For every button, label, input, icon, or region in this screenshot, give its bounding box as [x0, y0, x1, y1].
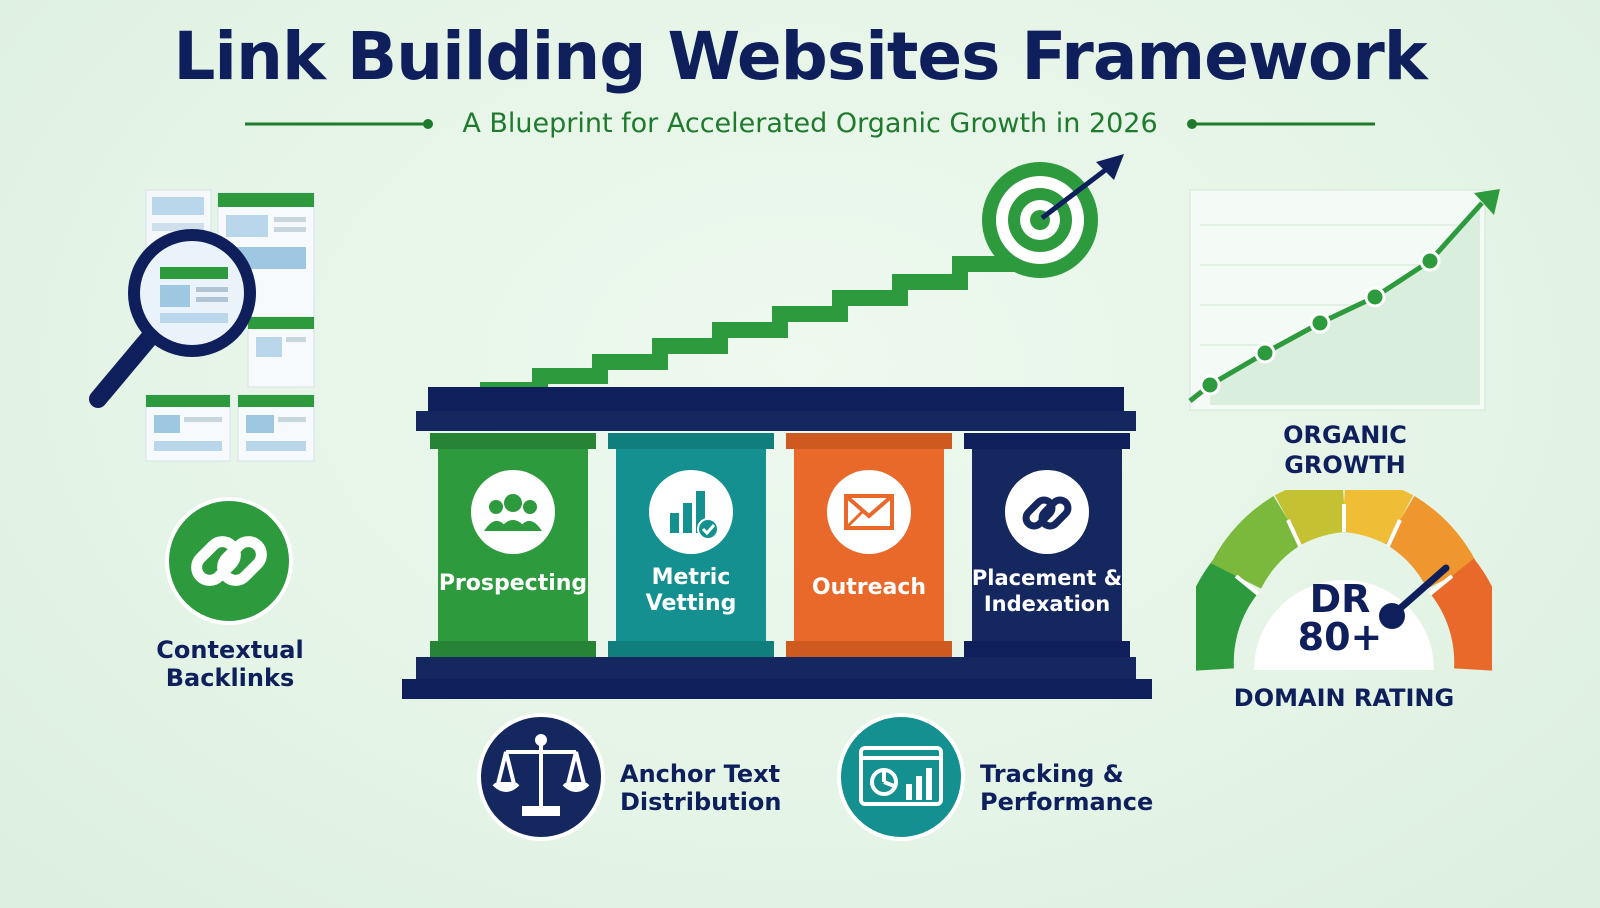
tracking-label: Tracking & Performance — [980, 760, 1154, 816]
pillar-label-outreach: Outreach — [811, 575, 927, 600]
pillar-label-placement-indexation: Placement & Indexation — [971, 566, 1123, 616]
temple-roof-base — [416, 411, 1136, 431]
pillar-placement-indexation: Placement & Indexation — [964, 433, 1130, 657]
people-group-icon — [471, 470, 555, 554]
subtitle-rules — [245, 119, 1375, 129]
bar-chart-check-icon — [649, 470, 733, 554]
page-subtitle: A Blueprint for Accelerated Organic Grow… — [462, 108, 1158, 139]
dashboard-monitor-icon — [859, 746, 943, 806]
page-title: Link Building Websites Framework — [173, 18, 1427, 95]
subtitle-row: A Blueprint for Accelerated Organic Grow… — [245, 108, 1375, 144]
website-pages-magnifier-illustration — [89, 189, 315, 462]
envelope-icon — [827, 470, 911, 554]
temple-base-upper — [416, 657, 1136, 679]
temple-roof — [428, 387, 1124, 411]
pillar-label-prospecting: Prospecting — [438, 571, 588, 596]
target-bullseye-icon — [982, 154, 1124, 278]
contextual-backlinks-label: Contextual Backlinks — [156, 636, 304, 692]
pillar-prospecting: Prospecting — [430, 433, 596, 657]
domain-rating-label: DOMAIN RATING — [1233, 684, 1455, 712]
temple-base-lower — [402, 679, 1152, 699]
balance-scale-icon — [492, 734, 590, 816]
chain-link-icon — [191, 536, 267, 586]
anchor-text-label: Anchor Text Distribution — [620, 760, 782, 816]
magnifying-glass-icon — [89, 229, 256, 408]
pillar-metric-vetting: Metric Vetting — [608, 433, 774, 657]
contextual-backlinks-badge — [165, 497, 293, 625]
organic-growth-chart — [1188, 189, 1500, 411]
chain-link-icon — [1005, 470, 1089, 554]
growth-data-points — [1199, 250, 1441, 396]
gauge-needle — [1379, 564, 1450, 629]
framework-temple — [402, 387, 1152, 699]
pillar-label-metric-vetting: Metric Vetting — [645, 565, 737, 616]
domain-rating-gauge — [1196, 490, 1492, 671]
anchor-text-badge — [477, 713, 605, 841]
tracking-badge — [837, 713, 965, 841]
pillar-outreach: Outreach — [786, 433, 952, 657]
domain-rating-value: DR 80+ — [1297, 577, 1383, 659]
organic-growth-label: ORGANIC GROWTH — [1283, 421, 1407, 479]
